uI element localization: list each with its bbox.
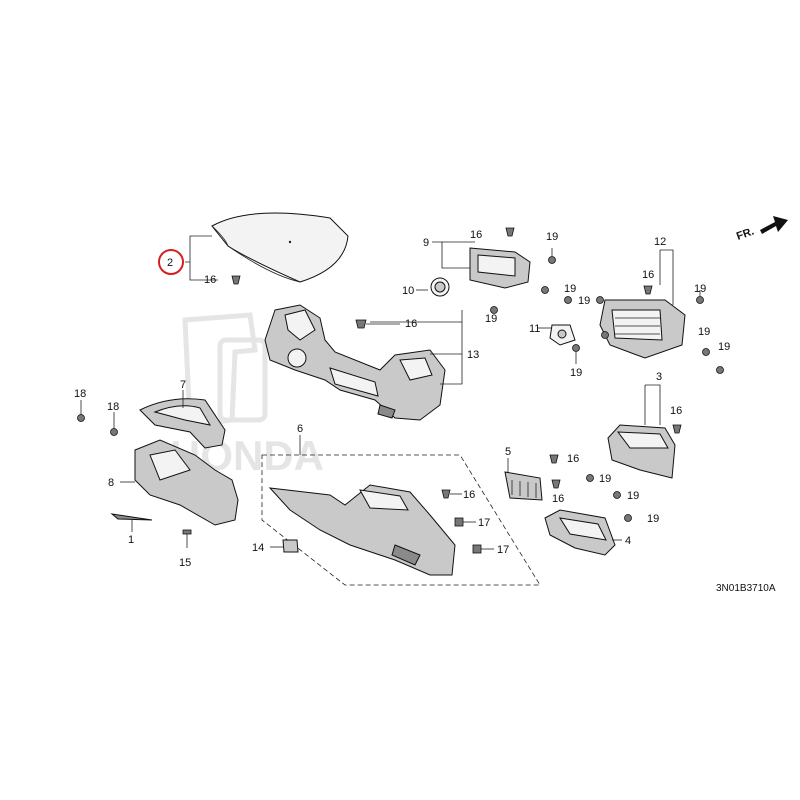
label-part-16: 16 — [642, 269, 654, 281]
part-18-bolts — [77, 400, 118, 436]
label-part-11: 11 — [529, 323, 540, 335]
label-part-7: 7 — [180, 379, 186, 391]
label-part-13: 13 — [467, 349, 479, 361]
label-part-16: 16 — [204, 274, 216, 286]
label-part-3: 3 — [656, 371, 662, 383]
label-part-19: 19 — [698, 326, 710, 338]
label-part-14: 14 — [252, 542, 264, 554]
part-7-column-cover-upper — [139, 398, 226, 449]
part-5-bracket — [504, 471, 543, 501]
part-1-trim-strip — [110, 513, 153, 521]
label-part-19: 19 — [599, 473, 611, 485]
diagram-code: 3N01B3710A — [716, 583, 776, 594]
label-part-16: 16 — [670, 405, 682, 417]
label-part-16: 16 — [463, 489, 475, 501]
part-14-clip — [282, 539, 299, 553]
label-part-19: 19 — [694, 283, 706, 295]
label-part-9: 9 — [423, 237, 429, 249]
part-12-vent-assembly — [599, 299, 686, 359]
label-part-1: 1 — [128, 534, 134, 546]
part-2-armrest-lid — [211, 212, 349, 283]
part-3-side-trim — [607, 424, 676, 479]
label-part-16: 16 — [567, 453, 579, 465]
part-16-clips — [231, 227, 682, 499]
label-part-19: 19 — [546, 231, 558, 243]
part-15-screw — [182, 529, 192, 548]
label-part-19: 19 — [578, 295, 590, 307]
part-6-lower-dashboard-panel — [261, 454, 541, 586]
part-11-ring — [549, 324, 576, 346]
part-19-bolts — [490, 256, 724, 522]
part-4-side-trim — [544, 509, 616, 556]
label-part-18: 18 — [107, 401, 119, 413]
label-part-6: 6 — [297, 423, 303, 435]
label-part-8: 8 — [108, 477, 114, 489]
label-part-19: 19 — [564, 283, 576, 295]
front-arrow-icon — [760, 216, 788, 234]
label-part-16: 16 — [405, 318, 417, 330]
label-part-16: 16 — [552, 493, 564, 505]
label-part-19: 19 — [570, 367, 582, 379]
label-part-19: 19 — [627, 490, 639, 502]
highlight-ring-part-2 — [158, 249, 184, 275]
label-part-17: 17 — [478, 517, 490, 529]
label-part-17: 17 — [497, 544, 509, 556]
label-part-16: 16 — [470, 229, 482, 241]
label-part-12: 12 — [654, 236, 666, 248]
label-part-2: 2 — [167, 257, 173, 269]
label-part-18: 18 — [74, 388, 86, 400]
part-8-column-cover-lower — [134, 439, 239, 526]
part-13-center-frame — [264, 304, 446, 421]
label-part-19: 19 — [718, 341, 730, 353]
label-part-5: 5 — [505, 446, 511, 458]
label-part-19: 19 — [647, 513, 659, 525]
part-9-bracket — [469, 247, 531, 289]
label-part-15: 15 — [179, 557, 191, 569]
label-part-19: 19 — [485, 313, 497, 325]
front-direction-indicator: FR. — [735, 216, 788, 243]
part-10-ring — [430, 277, 450, 297]
front-direction-label: FR. — [735, 225, 756, 242]
label-part-10: 10 — [402, 285, 414, 297]
label-part-4: 4 — [625, 535, 631, 547]
callout-labels: 2 16 16 9 19 10 19 19 19 12 16 19 16 13 … — [74, 229, 730, 569]
